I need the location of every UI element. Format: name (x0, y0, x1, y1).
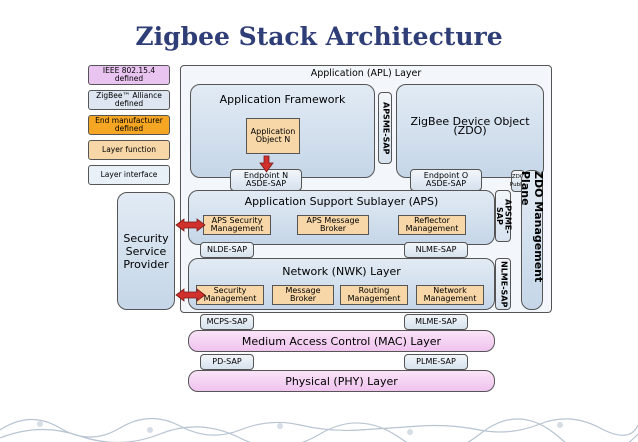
nlde-sap: NLDE-SAP (200, 242, 254, 258)
nwk-message-broker: Message Broker (272, 285, 334, 305)
mac-layer: Medium Access Control (MAC) Layer (188, 330, 495, 352)
security-arrows (175, 155, 274, 302)
legend-zigbee-label: ZigBee™ Alliance defined (96, 91, 162, 108)
legend-interface-label: Layer interface (100, 170, 158, 179)
apsme-sap-vertical: APSME-SAP (378, 92, 392, 164)
mac-label: Medium Access Control (MAC) Layer (241, 334, 442, 348)
endpoint-n-label: Endpoint N ASDE-SAP (243, 170, 289, 188)
zdo-title: ZigBee Device Object (ZDO) (410, 115, 530, 137)
nlme-sap: NLME-SAP (404, 242, 468, 258)
phy-layer: Physical (PHY) Layer (188, 370, 495, 392)
nwk-network-label: Network Management (423, 285, 477, 303)
application-object-label: Application Object N (250, 126, 296, 144)
nwk-security-label: Security Management (203, 285, 257, 303)
nwk-security-management: Security Management (196, 285, 264, 305)
legend-end-manufacturer: End manufacturer defined (88, 115, 170, 135)
apl-layer-title: Application (APL) Layer (310, 67, 422, 79)
app-object-down-arrow (259, 155, 274, 173)
aps-apsme-sap: APSME-SAP (495, 190, 513, 242)
decorative-ornament (0, 417, 638, 442)
legend-ieee-label: IEEE 802.15.4 defined (102, 66, 156, 83)
aps-reflector-label: Reflector Management (405, 215, 459, 233)
phy-label: Physical (PHY) Layer (285, 374, 398, 388)
aps-broker-label: APS Message Broker (306, 215, 360, 233)
aps-message-broker: APS Message Broker (297, 215, 369, 235)
legend-ieee: IEEE 802.15.4 defined (88, 65, 170, 85)
plme-sap: PLME-SAP (404, 354, 468, 370)
security-service-provider: Security Service Provider (117, 192, 175, 310)
nwk-title: Network (NWK) Layer (282, 264, 401, 278)
aps-reflector-management: Reflector Management (398, 215, 466, 235)
legend-zigbee-alliance: ZigBee™ Alliance defined (88, 90, 170, 110)
endpoint-0-sap: Endpoint O ASDE-SAP (410, 169, 482, 191)
aps-security-management: APS Security Management (203, 215, 271, 235)
zdo-management-plane: ZDO Management Plane (519, 170, 545, 310)
nwk-routing-label: Routing Management (347, 285, 401, 303)
zdo-public-label: ZDO Public (509, 173, 527, 189)
nwk-broker-label: Message Broker (285, 285, 321, 303)
mcps-sap: MCPS-SAP (200, 314, 254, 330)
nwk-routing-management: Routing Management (340, 285, 408, 305)
security-provider-label: Security Service Provider (123, 231, 169, 271)
application-framework-title: Application Framework (219, 92, 346, 106)
aps-security-arrow (175, 218, 206, 232)
slide-title: Zigbee Stack Architecture (135, 22, 503, 51)
aps-security-label: APS Security Management (210, 215, 264, 233)
legend-layer-interface: Layer interface (88, 165, 170, 185)
legend-manufacturer-label: End manufacturer defined (95, 116, 163, 133)
legend-function-label: Layer function (102, 145, 156, 154)
aps-title: Application Support Sublayer (APS) (244, 194, 439, 208)
pd-sap: PD-SAP (200, 354, 254, 370)
zdo-mgmt-label: ZDO Management Plane (519, 171, 545, 283)
legend-layer-function: Layer function (88, 140, 170, 160)
endpoint-0-label: Endpoint O ASDE-SAP (423, 170, 469, 188)
nwk-security-arrow (175, 288, 206, 302)
application-object-n: Application Object N (246, 118, 300, 154)
nwk-network-management: Network Management (416, 285, 484, 305)
nlme-sap-vertical: NLME-SAP (495, 258, 511, 310)
mlme-sap: MLME-SAP (404, 314, 468, 330)
